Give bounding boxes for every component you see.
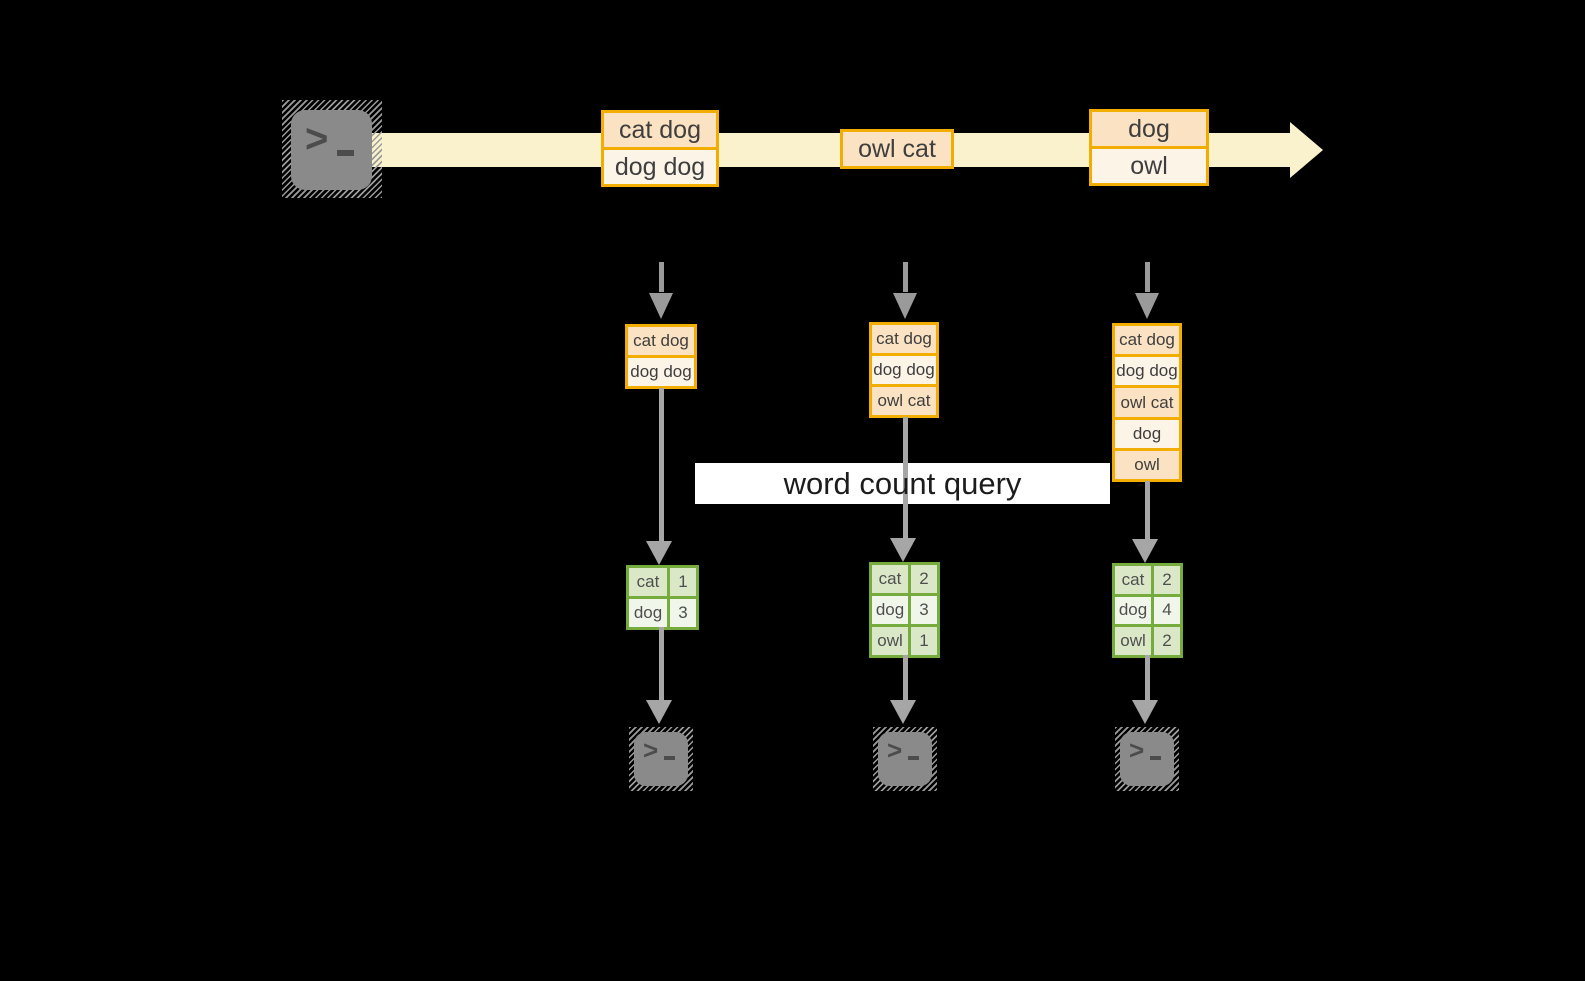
count-word-cell: cat	[629, 568, 667, 596]
count-value-cell: 2	[1154, 566, 1180, 594]
terminal-prompt-icon: >	[643, 735, 659, 765]
terminal-prompt-icon: >	[887, 735, 903, 765]
state-row: cat dog	[872, 325, 936, 353]
terminal-body: >	[634, 732, 688, 786]
arrow-line	[903, 417, 908, 538]
query-label-background	[695, 463, 1110, 504]
arrow-line	[1145, 655, 1150, 700]
count-word-cell: dog	[629, 599, 667, 627]
state-stack-box: cat dog dog dog	[625, 324, 697, 389]
terminal-cursor-icon	[908, 756, 919, 760]
word-count-table: cat 2 dog 3 owl 1	[869, 562, 940, 658]
count-word-cell: dog	[1115, 596, 1151, 625]
dashed-arrow-line	[1145, 262, 1150, 292]
state-row: cat dog	[1115, 326, 1179, 355]
stream-batch-box: cat dog dog dog	[601, 110, 719, 187]
state-row: dog	[1115, 416, 1179, 448]
count-value-cell: 3	[911, 596, 937, 624]
word-count-table: cat 2 dog 4 owl 2	[1112, 563, 1183, 658]
dashed-arrow-line	[659, 262, 664, 292]
arrowhead-down-icon	[1132, 539, 1158, 563]
state-stack-box: cat dog dog dog owl cat	[869, 322, 939, 418]
stream-batch-box: owl cat	[840, 129, 954, 169]
state-row: cat dog	[628, 327, 694, 355]
count-value-cell: 3	[670, 599, 696, 627]
count-value-cell: 1	[670, 568, 696, 596]
arrow-line	[659, 388, 664, 541]
sink-terminal-icon: >	[873, 727, 937, 791]
state-row: dog dog	[1115, 354, 1179, 386]
state-row: owl cat	[872, 384, 936, 415]
batch-row: dog	[1092, 112, 1206, 146]
state-row: owl cat	[1115, 385, 1179, 417]
stream-batch-box: dog owl	[1089, 109, 1209, 186]
arrow-line	[659, 627, 664, 700]
count-word-cell: owl	[1115, 627, 1151, 655]
arrow-line	[903, 655, 908, 700]
count-word-cell: dog	[872, 596, 908, 624]
count-value-cell: 2	[1154, 627, 1180, 655]
state-row: dog dog	[872, 353, 936, 384]
terminal-cursor-icon	[1150, 756, 1161, 760]
count-word-cell: cat	[1115, 566, 1151, 594]
query-label: word count query	[783, 465, 1022, 501]
arrowhead-down-icon	[646, 541, 672, 565]
state-stack-box: cat dog dog dog owl cat dog owl	[1112, 323, 1182, 482]
terminal-cursor-icon	[664, 756, 675, 760]
terminal-body: >	[291, 110, 372, 190]
arrowhead-down-icon	[1132, 700, 1158, 724]
terminal-body: >	[1120, 732, 1174, 786]
source-terminal-icon: >	[282, 100, 382, 198]
terminal-prompt-icon: >	[305, 117, 329, 161]
count-word-cell: cat	[872, 565, 908, 593]
terminal-body: >	[878, 732, 932, 786]
terminal-cursor-icon	[337, 150, 354, 156]
batch-row: cat dog	[604, 113, 716, 147]
word-count-table: cat 1 dog 3	[626, 565, 699, 630]
arrowhead-down-icon	[646, 700, 672, 724]
batch-row: owl cat	[843, 132, 951, 166]
arrow-line	[1145, 481, 1150, 539]
count-value-cell: 2	[911, 565, 937, 593]
arrowhead-down-icon	[1135, 293, 1159, 319]
state-row: dog dog	[628, 355, 694, 386]
terminal-prompt-icon: >	[1129, 735, 1145, 765]
sink-terminal-icon: >	[629, 727, 693, 791]
stream-arrowhead-icon	[1290, 122, 1323, 178]
dashed-arrow-line	[903, 262, 908, 292]
arrowhead-down-icon	[893, 293, 917, 319]
batch-row: owl	[1092, 146, 1206, 183]
sink-terminal-icon: >	[1115, 727, 1179, 791]
count-word-cell: owl	[872, 627, 908, 655]
state-row: owl	[1115, 447, 1179, 480]
batch-row: dog dog	[604, 147, 716, 184]
arrowhead-down-icon	[890, 700, 916, 724]
count-value-cell: 1	[911, 627, 937, 655]
count-value-cell: 4	[1154, 596, 1180, 625]
arrowhead-down-icon	[649, 293, 673, 319]
arrowhead-down-icon	[890, 538, 916, 562]
